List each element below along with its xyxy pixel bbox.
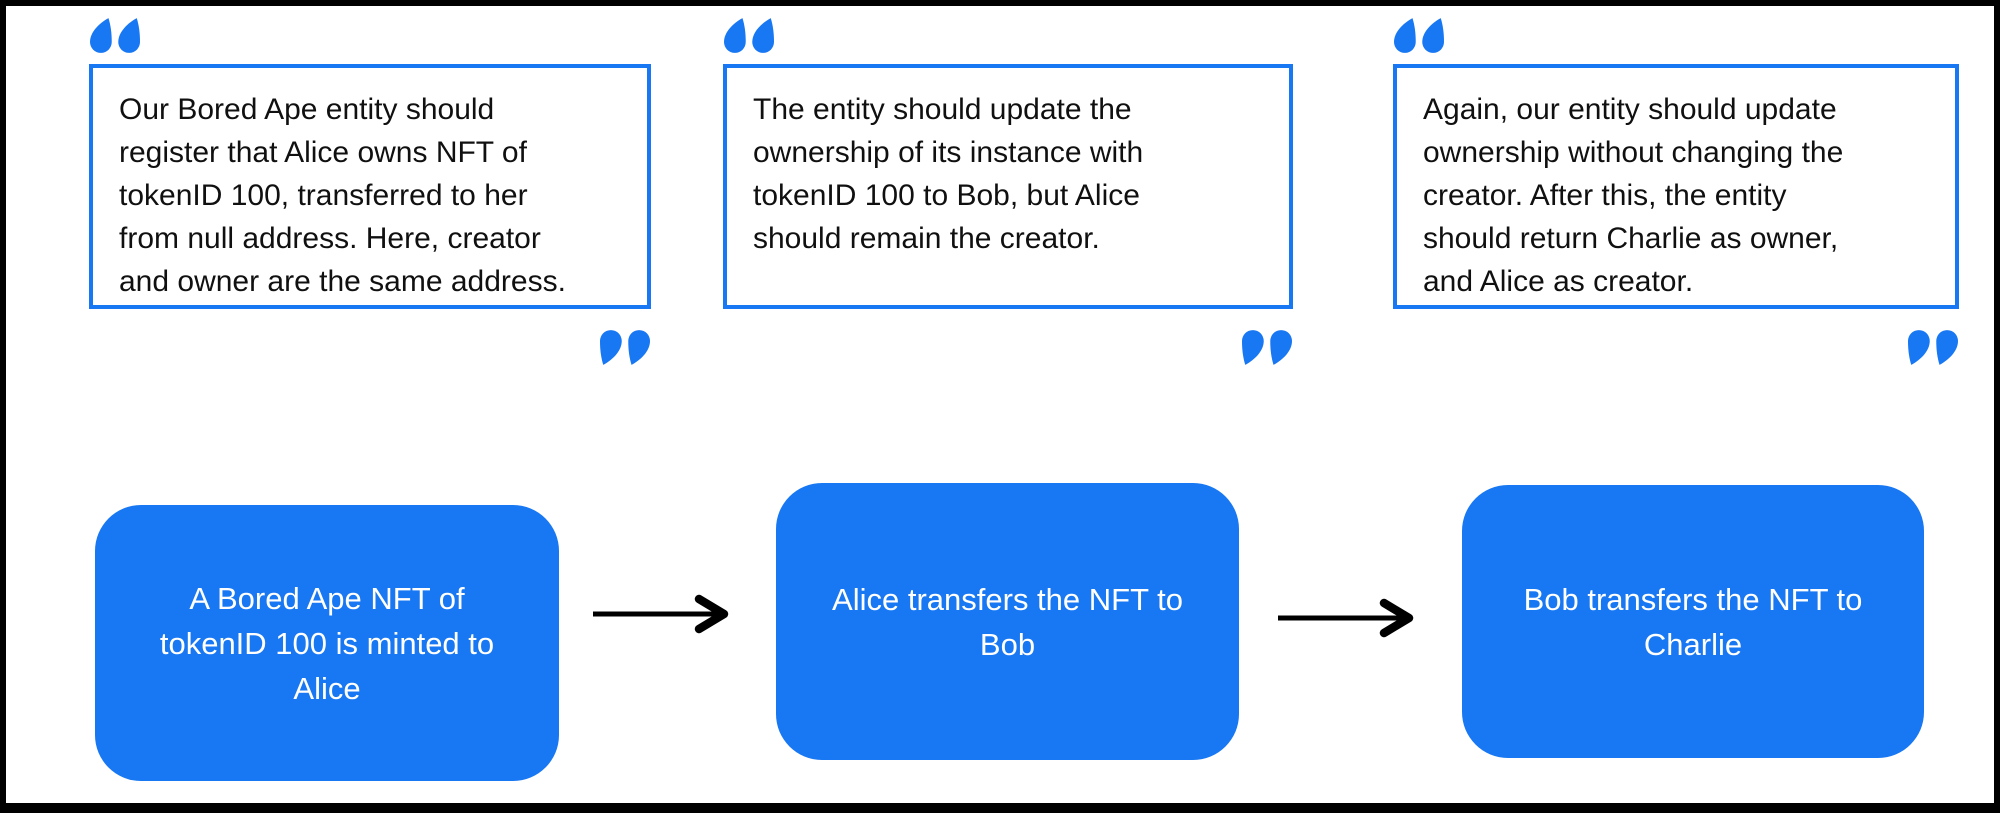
flow-step-transfer-charlie: Bob transfers the NFT to Charlie (1462, 485, 1924, 758)
close-quote-icon (600, 330, 650, 365)
quote-card-2: The entity should update the ownership o… (723, 64, 1293, 309)
quote-text-3: Again, our entity should update ownershi… (1423, 93, 1844, 298)
close-quote-icon (1908, 330, 1958, 365)
open-quote-icon (724, 18, 774, 53)
quote-box-2: The entity should update the ownership o… (723, 64, 1293, 309)
flow-step-mint: A Bored Ape NFT of tokenID 100 is minted… (95, 505, 559, 781)
quote-box-3: Again, our entity should update ownershi… (1393, 64, 1959, 309)
flow-step-transfer-bob: Alice transfers the NFT to Bob (776, 483, 1239, 760)
right-arrow-icon (1278, 598, 1414, 638)
flow-step-label: Alice transfers the NFT to Bob (832, 581, 1183, 662)
quote-card-1: Our Bored Ape entity should register tha… (89, 64, 651, 309)
flow-step-label: Bob transfers the NFT to Charlie (1523, 581, 1863, 662)
close-quote-icon (1242, 330, 1292, 365)
open-quote-icon (1394, 18, 1444, 53)
flow-step-label: A Bored Ape NFT of tokenID 100 is minted… (159, 580, 495, 706)
quote-card-3: Again, our entity should update ownershi… (1393, 64, 1959, 309)
quote-text-1: Our Bored Ape entity should register tha… (119, 93, 566, 298)
quote-text-2: The entity should update the ownership o… (753, 93, 1144, 255)
open-quote-icon (90, 18, 140, 53)
right-arrow-icon (593, 594, 729, 634)
quote-box-1: Our Bored Ape entity should register tha… (89, 64, 651, 309)
